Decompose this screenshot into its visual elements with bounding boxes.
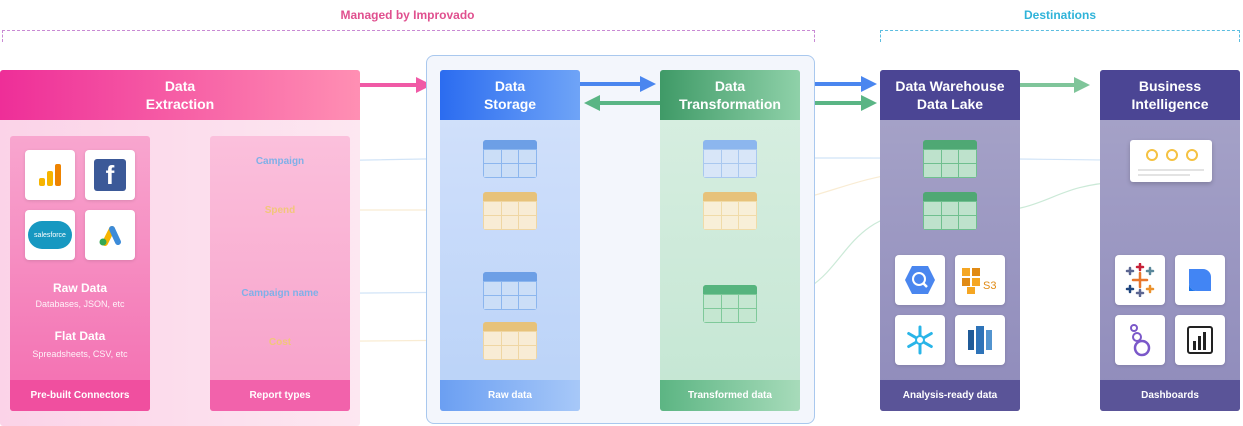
destinations-label: Destinations [1023, 8, 1096, 22]
power-bi-icon [1175, 315, 1225, 365]
table-icon [703, 140, 757, 178]
arrows-storage-transformation [580, 76, 660, 111]
arrow-to-bi [1020, 77, 1090, 93]
extraction-title-line2: Extraction [145, 96, 215, 112]
table-icon [923, 140, 977, 178]
amazon-s3-icon: S3 [955, 255, 1005, 305]
bi-title-line2: Intelligence [1131, 96, 1209, 112]
bigquery-icon [895, 255, 945, 305]
svg-text:S3: S3 [983, 280, 996, 292]
flat-data-title: Flat Data [54, 329, 106, 343]
flat-data-sub: Spreadsheets, CSV, etc [32, 349, 128, 359]
salesforce-icon: salesforce [25, 210, 75, 260]
field-spend: Spend [264, 205, 296, 216]
connectors-footer: Pre-built Connectors [10, 380, 150, 411]
storage-title-line1: Data [494, 78, 526, 94]
dashboard-preview [1130, 140, 1212, 182]
arrows-to-warehouse [815, 76, 877, 111]
extraction-title-line1: Data [164, 78, 196, 94]
transformation-title-line1: Data [714, 78, 746, 94]
google-ads-icon [85, 210, 135, 260]
raw-data-title: Raw Data [52, 281, 108, 295]
table-icon [923, 192, 977, 230]
table-icon [483, 272, 537, 310]
snowflake-icon [895, 315, 945, 365]
bi-footer: Dashboards [1100, 380, 1240, 411]
warehouse-title-line2: Data Lake [916, 96, 984, 112]
transformation-footer: Transformed data [660, 380, 800, 411]
raw-data-sub: Databases, JSON, etc [35, 299, 125, 309]
table-icon [483, 192, 537, 230]
report-types-footer: Report types [210, 380, 350, 411]
table-icon [703, 285, 757, 323]
transformation-title-line2: Transformation [679, 96, 781, 112]
table-icon [703, 192, 757, 230]
managed-bracket [2, 30, 815, 42]
managed-by-label: Managed by Improvado [340, 8, 475, 22]
warehouse-footer: Analysis-ready data [880, 380, 1020, 411]
field-campaign: Campaign [255, 156, 305, 167]
field-campaign-name: Campaign name [241, 288, 319, 299]
transformation-panel [660, 70, 800, 411]
storage-footer: Raw data [440, 380, 580, 411]
facebook-icon: f [85, 150, 135, 200]
google-analytics-icon [25, 150, 75, 200]
bi-title-line1: Business [1138, 78, 1202, 94]
data-studio-icon [1175, 255, 1225, 305]
warehouse-title-line1: Data Warehouse [895, 78, 1005, 94]
field-cost: Cost [268, 337, 292, 348]
report-types-panel [210, 136, 350, 411]
destinations-bracket [880, 30, 1240, 42]
table-icon [483, 140, 537, 178]
looker-icon [1115, 315, 1165, 365]
arrow-to-storage [360, 77, 432, 93]
table-icon [483, 322, 537, 360]
storage-title-line2: Storage [483, 96, 537, 112]
tableau-icon [1115, 255, 1165, 305]
redshift-icon [955, 315, 1005, 365]
